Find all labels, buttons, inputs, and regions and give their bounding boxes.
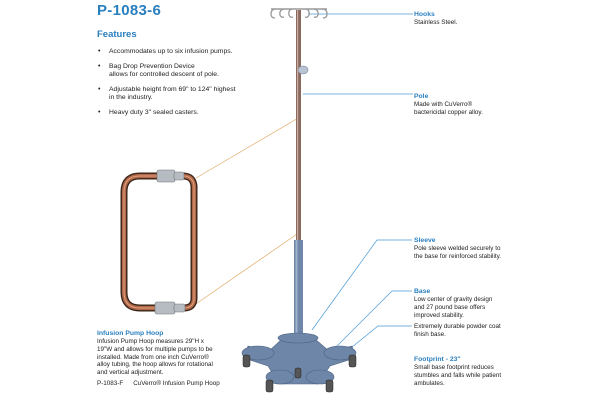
feature-item: Heavy duty 3" sealed casters. — [97, 109, 282, 118]
footprint-text-line: stumbles and falls while patient — [414, 371, 502, 379]
feature-text: Bag Drop Prevention Device — [109, 62, 195, 70]
sleeve-callout: Sleeve Pole sleeve welded securely to th… — [414, 236, 526, 261]
features-heading: Features — [97, 29, 137, 40]
base-callout: Base Low center of gravity design and 27… — [414, 287, 526, 339]
base-title: Base — [414, 288, 431, 295]
hooks-text: Stainless Steel. — [414, 19, 458, 26]
hooks-callout: Hooks Stainless Steel. — [414, 10, 526, 27]
footprint-callout: Footprint - 23" Small base footprint red… — [414, 355, 526, 387]
base-text-line: Low center of gravity design — [414, 296, 493, 303]
sleeve-text-line: the base for reinforced stability. — [414, 252, 502, 260]
base-text-line: improved stability. — [414, 311, 464, 319]
infusion-hoop-text-line: 19"W and allows for multiple pumps to be — [97, 345, 213, 353]
feature-text: Heavy duty 3" sealed casters. — [109, 108, 199, 116]
hoop-leaders — [189, 116, 301, 309]
bag-drop-knob — [297, 65, 309, 75]
footprint-text-line: Small base footprint reduces — [414, 364, 494, 371]
pole-sleeve — [294, 240, 303, 336]
callout-leaders — [303, 13, 413, 366]
feature-list: Accommodates up to six infusion pumps. B… — [97, 48, 282, 124]
feature-text: Accommodates up to six infusion pumps. — [109, 48, 233, 55]
sleeve-leader-line — [311, 239, 412, 331]
infusion-hoop-text-line: and vertical adjustment. — [97, 369, 164, 377]
hooks-icon — [270, 8, 328, 19]
footprint-title: Footprint - 23" — [414, 356, 461, 363]
pole-text-line: bactericidal copper alloy. — [414, 108, 483, 116]
feature-text: allows for controlled descent of pole. — [109, 71, 219, 79]
base-text-line: Extremely durable powder coat — [414, 323, 501, 331]
feature-item: Accommodates up to six infusion pumps. — [97, 48, 282, 57]
feature-item: Bag Drop Prevention Device allows for co… — [97, 63, 282, 80]
part-name: CuVerro® Infusion Pump Hoop — [133, 379, 220, 387]
infusion-pump-hoop-icon — [120, 169, 198, 315]
feature-text: Adjustable height from 69" to 124" highe… — [109, 85, 236, 93]
infusion-hoop-text-line: installed. Made from one inch CuVerro® — [97, 353, 209, 361]
infusion-hoop-title: Infusion Pump Hoop — [97, 330, 164, 337]
infusion-hoop-text-line: alloy tubing, the hoop allows for rotati… — [97, 361, 213, 369]
footprint-text-line: ambulates. — [414, 379, 445, 387]
pole-callout: Pole Made with CuVerro® bactericidal cop… — [414, 92, 526, 117]
base-leader-line — [329, 290, 412, 354]
casters — [242, 354, 357, 393]
feature-item: Adjustable height from 69" to 124" highe… — [97, 86, 282, 103]
sleeve-title: Sleeve — [414, 237, 436, 244]
infusion-hoop-part-row: P-1083-F CuVerro® Infusion Pump Hoop — [97, 380, 257, 388]
pole-title: Pole — [414, 93, 429, 100]
feature-text: in the industry. — [109, 94, 153, 102]
base-text-line: and 27 pound base offers — [414, 303, 486, 311]
hooks-title: Hooks — [414, 11, 435, 18]
base-text-line: finish base. — [414, 331, 446, 339]
product-title: P-1083-6 — [97, 2, 162, 19]
part-number: P-1083-F — [97, 379, 124, 387]
sleeve-text-line: Pole sleeve welded securely to — [414, 245, 501, 252]
infusion-hoop-description: Infusion Pump Hoop Infusion Pump Hoop me… — [97, 329, 257, 388]
hoop-upper-leader — [195, 116, 301, 179]
infusion-hoop-text-line: Infusion Pump Hoop measures 29"H x — [97, 338, 204, 345]
pole — [296, 10, 301, 335]
hoop-lower-leader — [189, 231, 301, 309]
pole-text-line: Made with CuVerro® — [414, 101, 473, 108]
